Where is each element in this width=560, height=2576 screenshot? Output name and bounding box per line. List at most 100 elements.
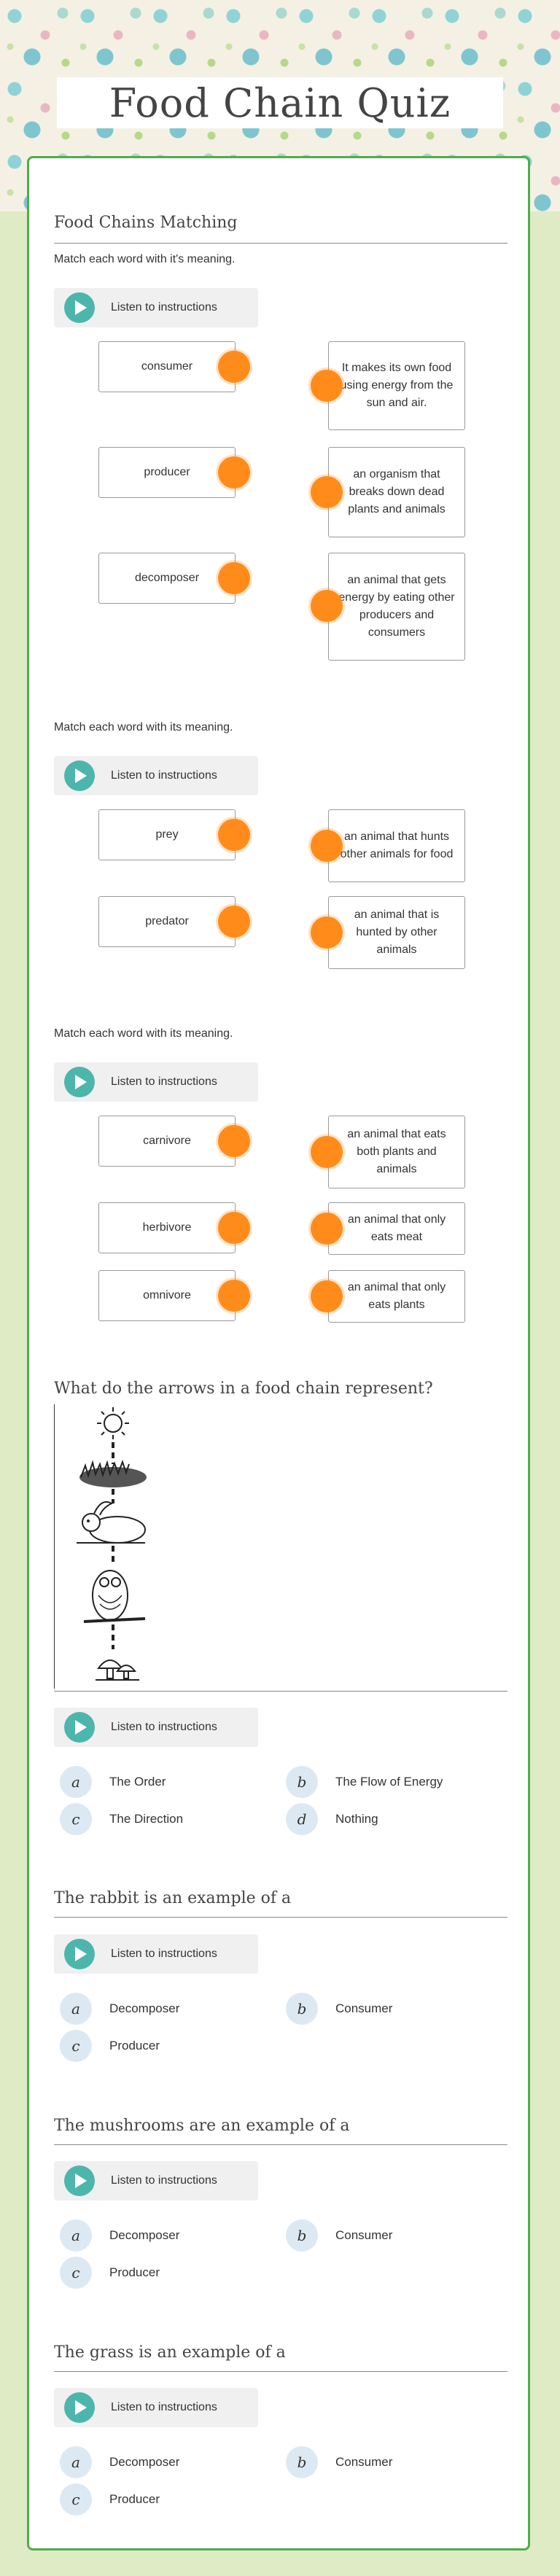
- mushroom-icon: [96, 1659, 139, 1681]
- listen-label: Listen to instructions: [111, 769, 217, 782]
- match-handle[interactable]: [311, 590, 343, 622]
- option-text: The Direction: [109, 1812, 184, 1826]
- play-icon: [64, 2166, 95, 2196]
- answer-option[interactable]: b Consumer: [286, 1993, 392, 2025]
- match-handle[interactable]: [218, 1125, 250, 1157]
- play-icon: [64, 1067, 95, 1097]
- match-handle[interactable]: [218, 1280, 250, 1312]
- match-handle[interactable]: [311, 1136, 343, 1168]
- divider: [54, 1691, 508, 1692]
- option-letter: c: [60, 2257, 92, 2289]
- option-letter: d: [286, 1803, 318, 1835]
- match-term[interactable]: producer: [98, 447, 236, 498]
- match-handle[interactable]: [311, 1213, 343, 1245]
- listen-instructions-button[interactable]: Listen to instructions: [54, 756, 258, 795]
- play-icon: [64, 760, 95, 791]
- match-handle[interactable]: [218, 562, 250, 594]
- page-title: Food Chain Quiz: [109, 79, 451, 126]
- listen-label: Listen to instructions: [111, 1721, 217, 1733]
- answer-option[interactable]: b The Flow of Energy: [286, 1766, 443, 1798]
- match-definition[interactable]: an organism that breaks down dead plants…: [328, 447, 465, 537]
- question-text: The rabbit is an example of a: [54, 1889, 292, 1907]
- answer-option[interactable]: c Producer: [60, 2030, 160, 2062]
- match-term[interactable]: decomposer: [98, 553, 236, 604]
- food-chain-illustration: [54, 1404, 152, 1689]
- listen-label: Listen to instructions: [111, 2174, 217, 2187]
- option-letter: b: [286, 2446, 318, 2478]
- option-text: The Flow of Energy: [335, 1775, 443, 1789]
- listen-label: Listen to instructions: [111, 1947, 217, 1960]
- option-letter: c: [60, 2030, 92, 2062]
- answer-option[interactable]: c Producer: [60, 2257, 160, 2289]
- option-text: Decomposer: [109, 2228, 180, 2242]
- answer-option[interactable]: b Consumer: [286, 2219, 392, 2252]
- match-definition[interactable]: an animal that eats both plants and anim…: [328, 1116, 465, 1188]
- match-handle[interactable]: [218, 906, 250, 938]
- listen-instructions-button[interactable]: Listen to instructions: [54, 1062, 258, 1102]
- owl-icon: [83, 1570, 146, 1623]
- match-term[interactable]: consumer: [98, 341, 236, 392]
- divider: [54, 243, 508, 244]
- matching-instruction: Match each word with its meaning.: [54, 1027, 233, 1040]
- option-letter: c: [60, 1803, 92, 1835]
- matching-heading: Food Chains Matching: [54, 214, 238, 232]
- match-handle[interactable]: [311, 370, 343, 402]
- grass-icon: [79, 1460, 147, 1487]
- option-letter: b: [286, 2219, 318, 2252]
- divider: [54, 2144, 508, 2145]
- option-text: Nothing: [335, 1812, 378, 1826]
- listen-instructions-button[interactable]: Listen to instructions: [54, 1708, 258, 1747]
- answer-option[interactable]: a Decomposer: [60, 1993, 179, 2025]
- match-term[interactable]: predator: [98, 896, 236, 947]
- option-letter: a: [60, 1766, 92, 1798]
- match-definition[interactable]: an animal that gets energy by eating oth…: [328, 553, 465, 661]
- answer-option[interactable]: b Consumer: [286, 2446, 392, 2478]
- rabbit-icon: [77, 1501, 146, 1544]
- option-letter: b: [286, 1766, 318, 1798]
- match-handle[interactable]: [311, 830, 343, 862]
- match-handle[interactable]: [311, 917, 343, 949]
- option-text: Consumer: [335, 2455, 393, 2469]
- match-term[interactable]: omnivore: [98, 1270, 236, 1321]
- listen-instructions-button[interactable]: Listen to instructions: [54, 1934, 258, 1974]
- play-icon: [64, 1712, 95, 1743]
- match-definition[interactable]: It makes its own food using energy from …: [328, 341, 465, 430]
- match-definition[interactable]: an animal that only eats plants: [328, 1270, 465, 1323]
- option-text: Decomposer: [109, 2001, 180, 2015]
- option-text: Producer: [109, 2492, 160, 2506]
- answer-option[interactable]: a Decomposer: [60, 2446, 179, 2478]
- listen-label: Listen to instructions: [111, 2401, 217, 2413]
- option-letter: b: [286, 1993, 318, 2025]
- option-text: Decomposer: [109, 2455, 180, 2469]
- question-text: The mushrooms are an example of a: [54, 2117, 350, 2135]
- match-handle[interactable]: [218, 351, 250, 383]
- answer-option[interactable]: d Nothing: [286, 1803, 378, 1835]
- sun-icon: [97, 1407, 129, 1439]
- match-term[interactable]: prey: [98, 809, 236, 860]
- match-handle[interactable]: [218, 456, 250, 489]
- match-handle[interactable]: [311, 476, 343, 508]
- option-letter: a: [60, 2219, 92, 2252]
- option-letter: c: [60, 2483, 92, 2515]
- listen-instructions-button[interactable]: Listen to instructions: [54, 2388, 258, 2427]
- answer-option[interactable]: a Decomposer: [60, 2219, 179, 2252]
- answer-option[interactable]: c The Direction: [60, 1803, 183, 1835]
- answer-option[interactable]: c Producer: [60, 2483, 160, 2515]
- listen-instructions-button[interactable]: Listen to instructions: [54, 288, 258, 327]
- match-term[interactable]: carnivore: [98, 1116, 236, 1167]
- match-handle[interactable]: [311, 1280, 343, 1312]
- listen-instructions-button[interactable]: Listen to instructions: [54, 2161, 258, 2201]
- match-definition[interactable]: an animal that only eats meat: [328, 1202, 465, 1255]
- match-term[interactable]: herbivore: [98, 1202, 236, 1253]
- divider: [54, 2371, 508, 2372]
- match-handle[interactable]: [218, 1212, 250, 1244]
- match-handle[interactable]: [218, 819, 250, 851]
- listen-label: Listen to instructions: [111, 1075, 217, 1088]
- listen-label: Listen to instructions: [111, 301, 217, 314]
- match-definition[interactable]: an animal that hunts other animals for f…: [328, 809, 465, 882]
- option-text: Consumer: [335, 2228, 393, 2242]
- match-definition[interactable]: an animal that is hunted by other animal…: [328, 896, 465, 969]
- question-text: The grass is an example of a: [54, 2343, 286, 2362]
- answer-option[interactable]: a The Order: [60, 1766, 166, 1798]
- play-icon: [64, 292, 95, 323]
